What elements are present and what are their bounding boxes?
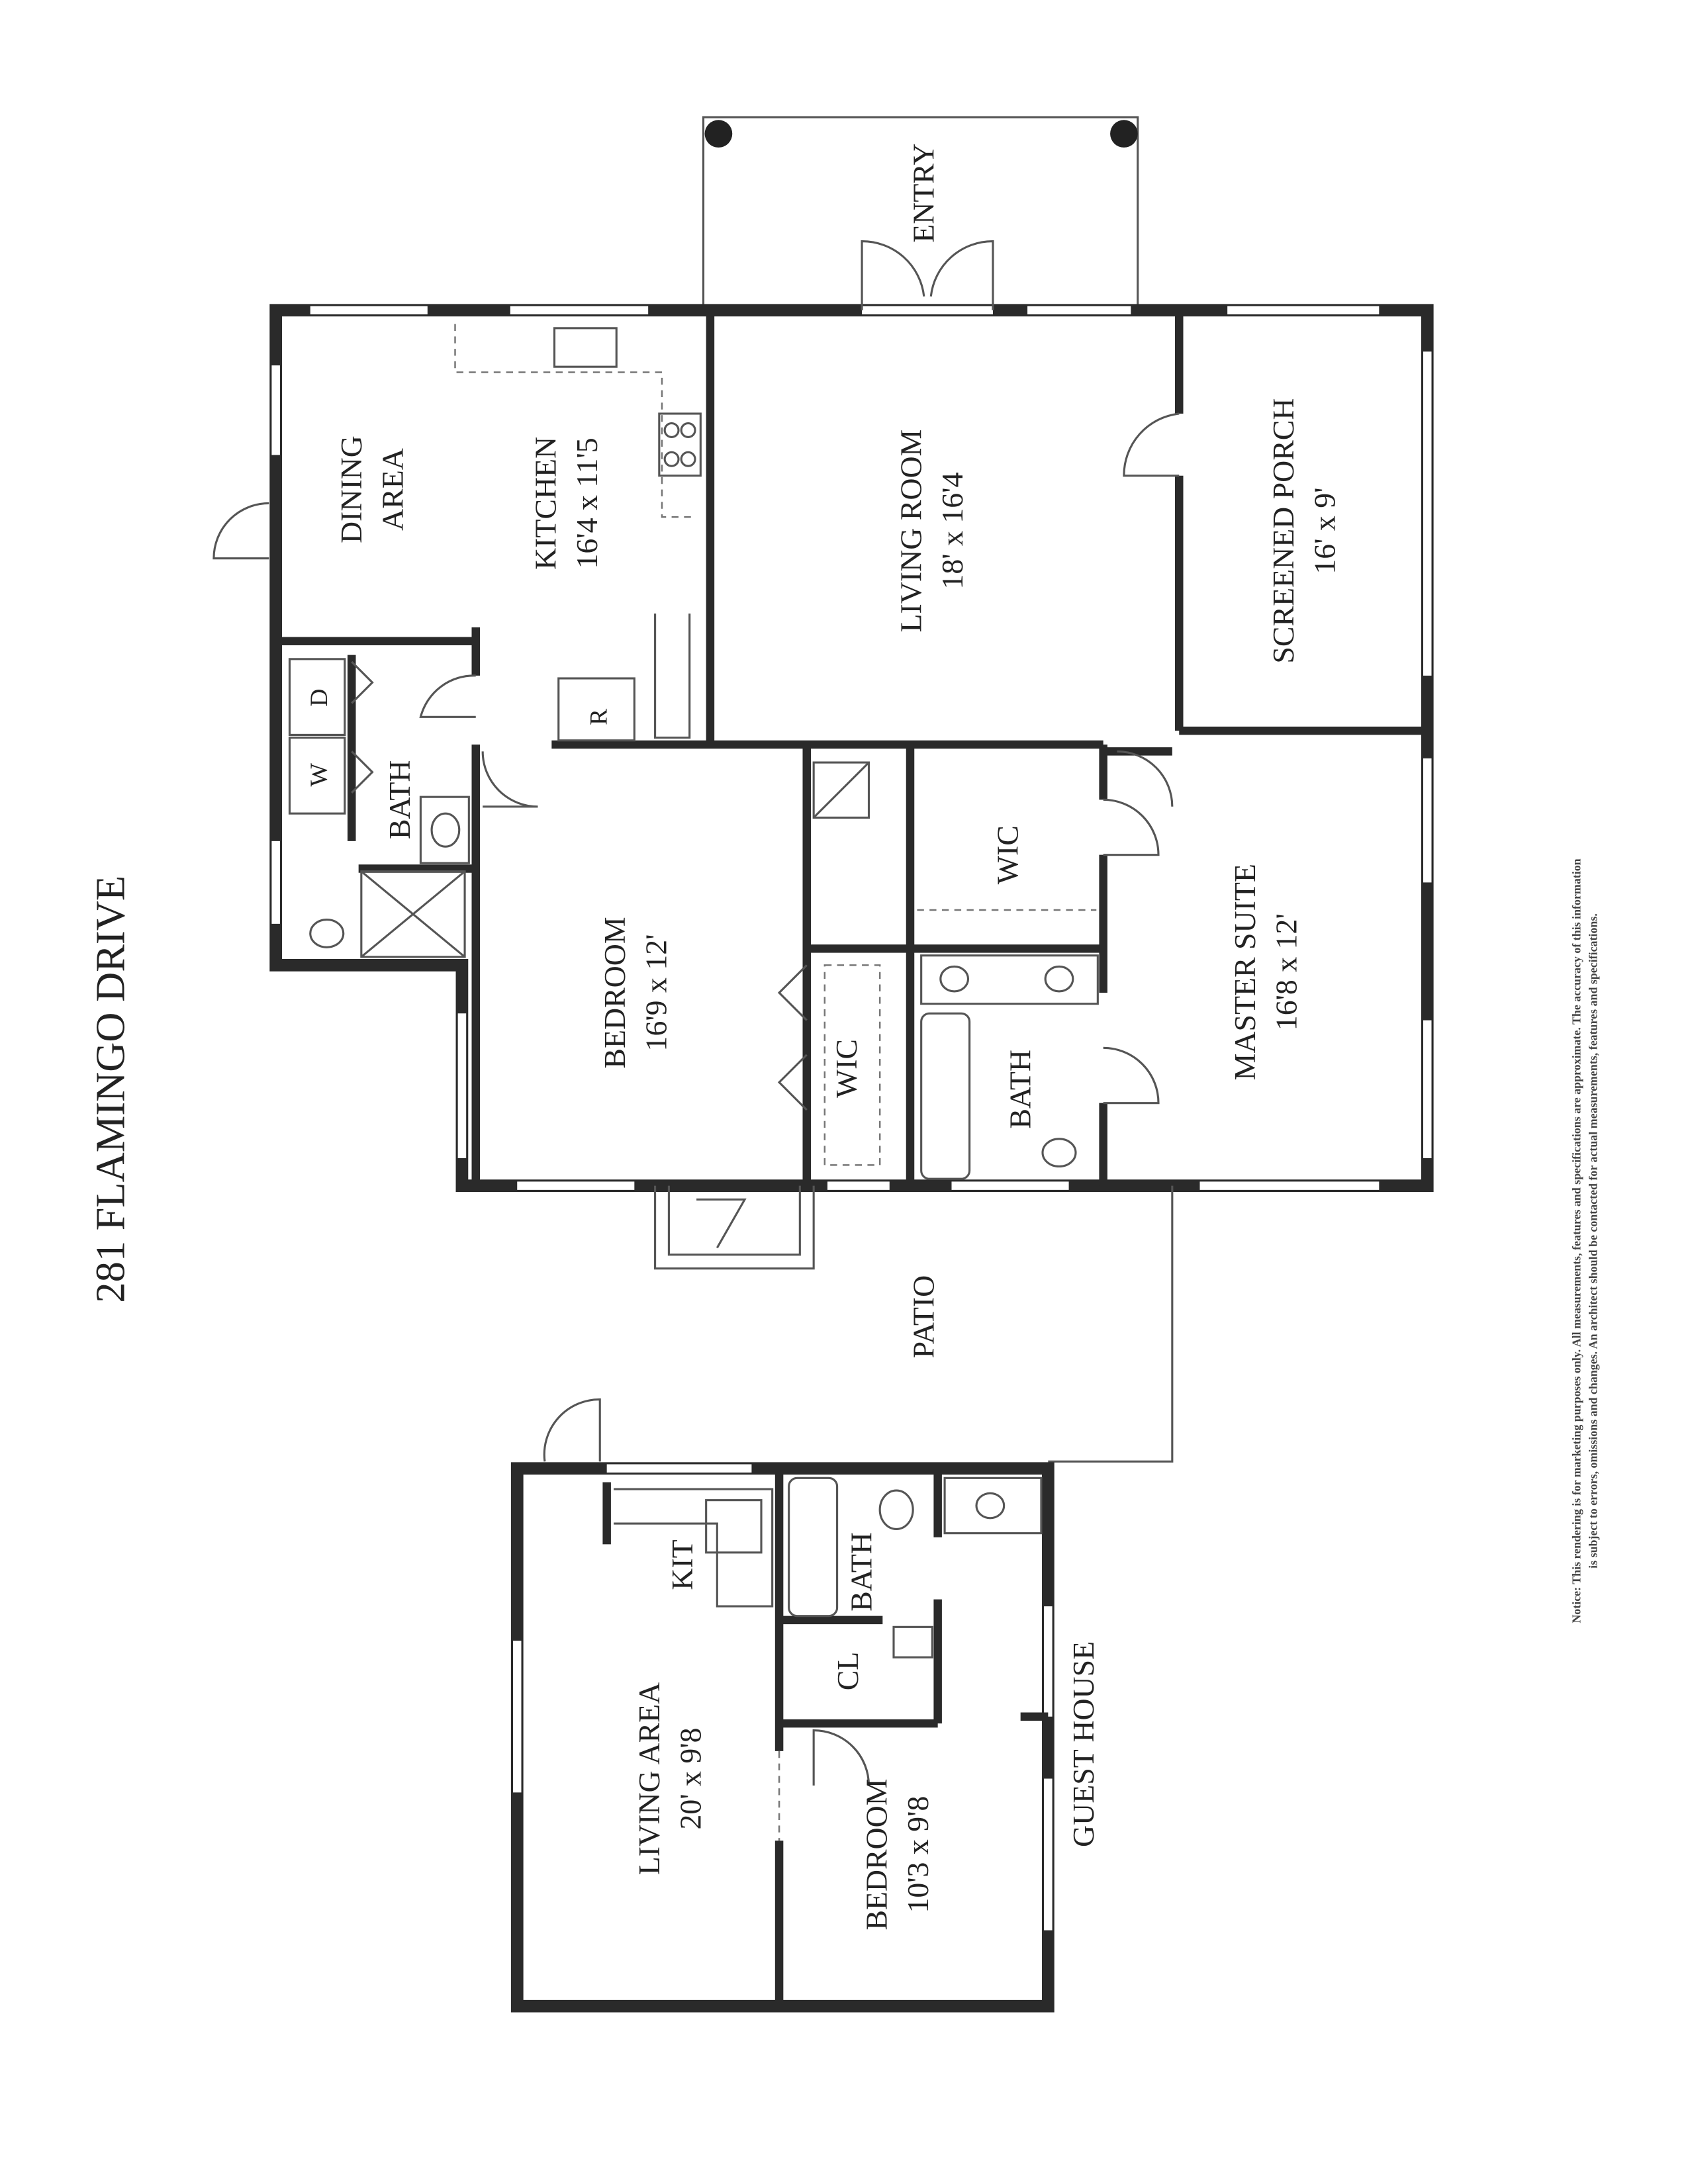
toilet-icon: [878, 1489, 914, 1530]
guest-house-label: GUEST HOUSE: [1066, 1641, 1100, 1847]
dryer-icon: [288, 658, 346, 736]
interior-walls: [275, 310, 1428, 1186]
dryer-label: D: [306, 689, 333, 707]
bifold-door-icon: [777, 964, 808, 1111]
entry-double-door-icon: [861, 240, 994, 310]
washer-icon: [288, 737, 346, 815]
door-icon: [696, 1198, 747, 1249]
guest-bedroom-label: BEDROOM: [860, 1778, 894, 1930]
living-room-label: LIVING ROOM: [894, 430, 928, 633]
shower-icon: [360, 870, 466, 958]
fixtures: [212, 240, 1180, 1270]
bedroom-label: BEDROOM: [598, 917, 632, 1068]
door-icon: [212, 502, 269, 560]
door-icon: [1103, 798, 1160, 856]
main-house-walls: [269, 304, 1434, 1193]
vanity-icon: [419, 796, 470, 864]
guest-closet-label: CL: [831, 1652, 865, 1691]
door-icon: [812, 1729, 870, 1786]
refrigerator-icon: [557, 677, 635, 742]
toilet-icon: [1041, 1138, 1077, 1168]
guest-living-size: 20' x 9'8: [673, 1728, 707, 1830]
toilet-icon: [309, 919, 345, 948]
vanity-icon: [943, 1477, 1043, 1535]
sink-icon: [705, 1499, 763, 1554]
bifold-door-icon: [351, 660, 374, 794]
double-vanity-icon: [920, 954, 1099, 1005]
door-icon: [543, 1398, 601, 1462]
sink-icon: [553, 327, 618, 368]
screened-porch-label: SCREENED PORCH: [1266, 398, 1300, 664]
guest-bedroom-size: 10'3 x 9'8: [901, 1796, 935, 1913]
guest-house-walls: [510, 1398, 1055, 2013]
page-title: 281 FLAMINGO DRIVE: [87, 876, 134, 1303]
bathtub-icon: [788, 1477, 839, 1617]
entry-label: ENTRY: [906, 144, 940, 243]
kitchen-label: KITCHEN: [529, 437, 563, 570]
refrigerator-label: R: [586, 709, 613, 725]
shower-icon: [812, 761, 870, 819]
master-suite-size: 16'8 x 12': [1269, 913, 1303, 1030]
living-room-size: 18' x 16'4: [935, 473, 969, 590]
kitchen-size: 16'4 x 11'5: [570, 437, 604, 569]
dining-label-1: DINING: [334, 435, 368, 543]
notice-line-1: Notice: This rendering is for marketing …: [1570, 858, 1583, 1623]
master-suite-label: MASTER SUITE: [1228, 864, 1262, 1080]
door-icon: [481, 751, 538, 808]
patio-outline: [1048, 1185, 1174, 1463]
bedroom-size: 16'9 x 12': [639, 934, 673, 1052]
dining-label-2: AREA: [375, 448, 409, 531]
bathtub-icon: [920, 1012, 971, 1180]
range-icon: [658, 412, 702, 477]
notice-line-2: is subject to errors, omissions and chan…: [1587, 913, 1600, 1569]
column-icon: [704, 120, 733, 148]
guest-kit-label: KIT: [665, 1539, 699, 1590]
door-icon: [1123, 412, 1180, 477]
wic-label: WIC: [829, 1039, 863, 1098]
screened-porch-size: 16' x 9': [1308, 488, 1342, 574]
column-icon: [1110, 120, 1138, 148]
door-icon: [1117, 750, 1174, 807]
bath-label: BATH: [383, 760, 416, 839]
door-icon: [1103, 1046, 1160, 1105]
washer-label: W: [306, 763, 333, 787]
master-bath-label: BATH: [1003, 1050, 1037, 1129]
guest-bath-label: BATH: [845, 1532, 878, 1612]
wic-label: WIC: [991, 825, 1025, 884]
patio-label: PATIO: [906, 1275, 940, 1359]
guest-living-label: LIVING AREA: [632, 1682, 666, 1875]
door-icon: [419, 674, 476, 718]
